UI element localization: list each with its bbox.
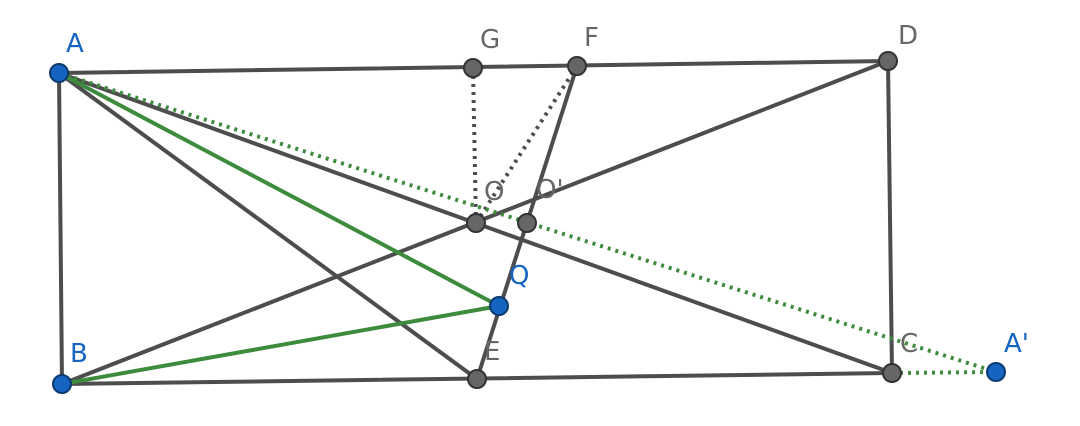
point-e[interactable] bbox=[467, 369, 487, 389]
segment-c-a2 bbox=[891, 370, 997, 375]
point-label-e: E bbox=[484, 337, 500, 367]
point-label-d: D bbox=[898, 21, 918, 51]
segment-a-e bbox=[57, 71, 479, 381]
points-layer bbox=[49, 51, 1006, 394]
point-label-o2: O' bbox=[536, 175, 564, 205]
point-label-a2: A' bbox=[1004, 329, 1029, 359]
point-a[interactable] bbox=[49, 63, 69, 83]
point-f[interactable] bbox=[567, 56, 587, 76]
point-g[interactable] bbox=[463, 58, 483, 78]
point-label-c: C bbox=[900, 329, 918, 359]
point-q[interactable] bbox=[489, 296, 509, 316]
segment-c-d bbox=[886, 59, 894, 375]
point-d[interactable] bbox=[878, 51, 898, 71]
point-label-q: Q bbox=[509, 261, 529, 291]
point-label-a: A bbox=[66, 29, 84, 59]
point-c[interactable] bbox=[882, 363, 902, 383]
segment-a-b bbox=[57, 71, 64, 386]
point-label-b: B bbox=[70, 339, 88, 369]
segment-g-o bbox=[471, 67, 478, 224]
segment-b-q bbox=[60, 304, 501, 386]
point-b[interactable] bbox=[52, 374, 72, 394]
segment-a-q bbox=[57, 71, 501, 308]
point-label-o: O bbox=[484, 177, 504, 207]
point-label-f: F bbox=[584, 23, 599, 53]
point-o2[interactable] bbox=[517, 213, 537, 233]
point-o[interactable] bbox=[466, 213, 486, 233]
labels-layer: A B C D E F G O O' Q A' bbox=[66, 21, 1029, 369]
point-label-g: G bbox=[480, 25, 500, 55]
point-a2[interactable] bbox=[986, 362, 1006, 382]
